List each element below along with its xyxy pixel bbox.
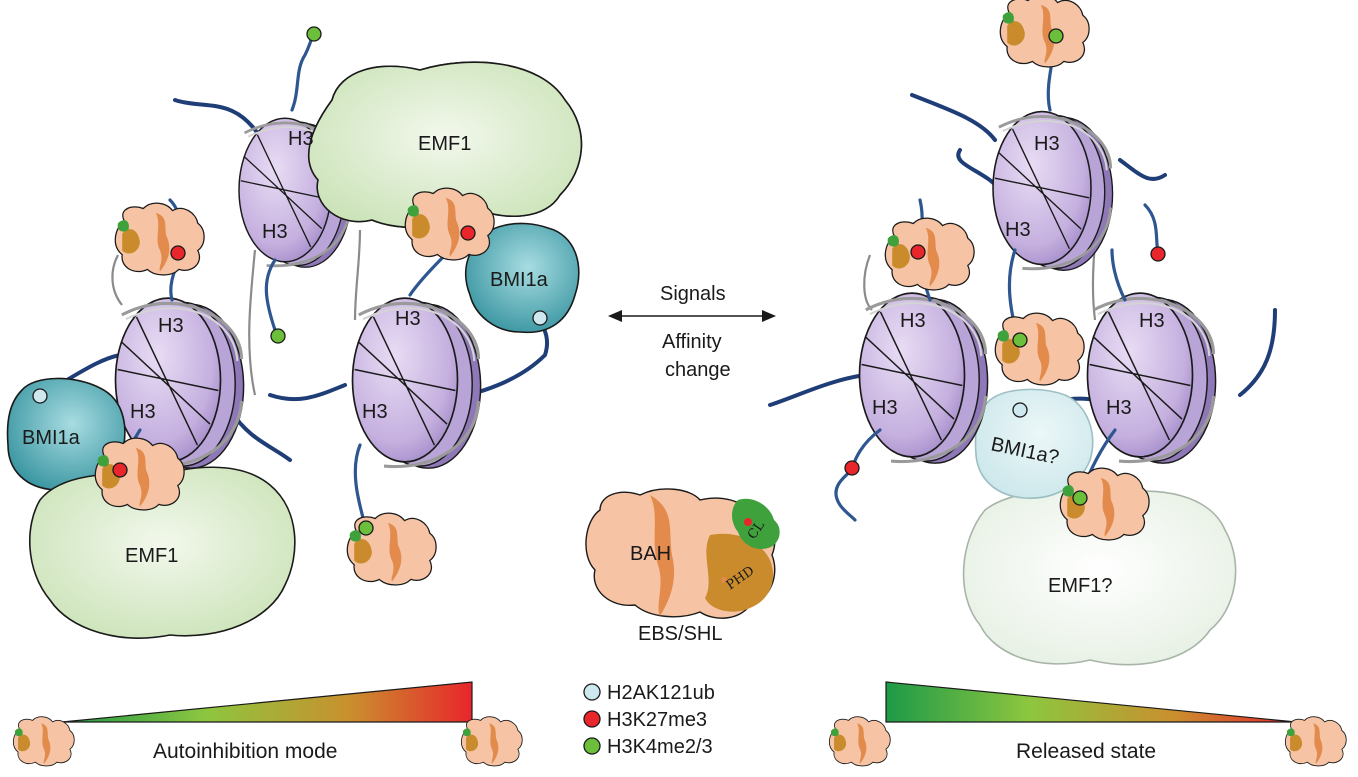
h3k4me-mark xyxy=(270,328,286,344)
legend-h3k27me3-icon xyxy=(583,710,601,728)
left-panel: EMF1 BMI1a BMI1a EMF1 H3 H3 H3 H3 H3 H3 xyxy=(6,26,583,767)
h3-label: H3 xyxy=(1139,310,1165,332)
center-panel: Signals Affinity change BAH CL PHD EBS/S… xyxy=(583,283,780,758)
h2ak121ub-mark xyxy=(32,388,48,404)
h3-label: H3 xyxy=(1005,219,1031,241)
histone-tail xyxy=(834,468,857,522)
ebs-shl-protein xyxy=(585,488,780,619)
emf1-top xyxy=(308,61,583,229)
h3-label: H3 xyxy=(362,401,388,423)
dna-linker xyxy=(353,229,362,321)
h3k27me3-mark xyxy=(844,460,860,476)
legend-h2ak121ub-label: H2AK121ub xyxy=(607,682,715,704)
signals-label: Signals xyxy=(660,283,726,305)
h3k27me3-mark xyxy=(460,225,476,241)
ebs-protein-icon xyxy=(828,716,891,767)
h3-label: H3 xyxy=(130,401,156,423)
h2ak121ub-mark xyxy=(1012,402,1028,418)
emf1-question-label: EMF1? xyxy=(1048,575,1112,597)
h3-label: H3 xyxy=(1106,397,1132,419)
h3k27me3-mark xyxy=(170,245,186,261)
released-caption: Released state xyxy=(1016,740,1156,763)
h3-label: H3 xyxy=(395,308,421,330)
ebs-protein-icon xyxy=(94,437,185,511)
ebs-protein-icon xyxy=(884,217,975,291)
h3-label: H3 xyxy=(872,397,898,419)
bah-label: BAH xyxy=(630,543,671,565)
legend-h3k27me3-label: H3K27me3 xyxy=(607,709,707,731)
histone-tail xyxy=(173,98,264,142)
h3-label: H3 xyxy=(262,221,288,243)
ebs-protein-icon xyxy=(1059,467,1150,541)
histone-tail xyxy=(1143,203,1160,254)
h3k27me3-mark xyxy=(112,462,128,478)
h3-label: H3 xyxy=(288,128,314,150)
bmi1a-right-label: BMI1a xyxy=(490,269,549,291)
h2ak121ub-mark xyxy=(532,310,548,326)
dna-linker xyxy=(863,254,873,311)
emf1-bottom-label: EMF1 xyxy=(125,545,178,567)
h3-label: H3 xyxy=(158,315,184,337)
ebs-shl-label: EBS/SHL xyxy=(638,623,722,645)
dna-linker xyxy=(248,249,257,396)
ebs-protein-icon xyxy=(999,0,1090,68)
affinity-label: Affinity xyxy=(662,331,722,353)
histone-tail xyxy=(1118,158,1167,181)
legend-h2ak121ub-icon xyxy=(583,683,601,701)
histone-tail xyxy=(290,28,316,112)
bmi1a-left-label: BMI1a xyxy=(22,427,81,449)
autoinhibition-caption: Autoinhibition mode xyxy=(153,740,337,763)
change-label: change xyxy=(665,359,731,381)
histone-tail xyxy=(353,443,367,527)
h3-label: H3 xyxy=(1034,133,1060,155)
h3k4me-mark xyxy=(1072,490,1088,506)
histone-tail xyxy=(768,373,867,407)
ebs-protein-icon xyxy=(114,202,205,276)
histone-tail xyxy=(1110,248,1127,302)
dna-linker xyxy=(111,254,123,306)
histone-tail xyxy=(910,93,997,142)
h3k4me-mark xyxy=(1048,28,1064,44)
histone-tail xyxy=(1238,308,1277,397)
emf1-top-label: EMF1 xyxy=(418,133,471,155)
released-gradient xyxy=(885,681,1297,723)
ebs-protein-icon xyxy=(460,716,523,767)
histone-tail xyxy=(264,258,277,332)
h3k27me3-mark xyxy=(1150,246,1166,262)
right-panel: EMF1? BMI1a? H3 H3 H3 H3 H3 H3 xyxy=(768,0,1347,767)
arrow-left-head-icon xyxy=(608,310,622,322)
ebs-protein-icon xyxy=(12,716,75,767)
h3k4me-mark xyxy=(358,520,374,536)
h3-label: H3 xyxy=(900,310,926,332)
h3k4me-mark xyxy=(306,26,322,42)
ebs-protein-icon xyxy=(994,312,1085,386)
autoinhibition-gradient xyxy=(61,681,473,723)
bmi1a-right xyxy=(464,222,580,334)
h3k4me-mark xyxy=(1012,332,1028,348)
legend: H2AK121ub H3K27me3 H3K4me2/3 xyxy=(583,682,715,758)
h3k27me3-mark xyxy=(910,244,926,260)
ebs-protein-icon xyxy=(1284,716,1347,767)
ebs-protein-icon xyxy=(404,187,495,261)
histone-tail xyxy=(268,383,347,402)
legend-h3k4me-icon xyxy=(583,737,601,755)
arrow-right-head-icon xyxy=(762,310,776,322)
legend-h3k4me-label: H3K4me2/3 xyxy=(607,736,713,758)
